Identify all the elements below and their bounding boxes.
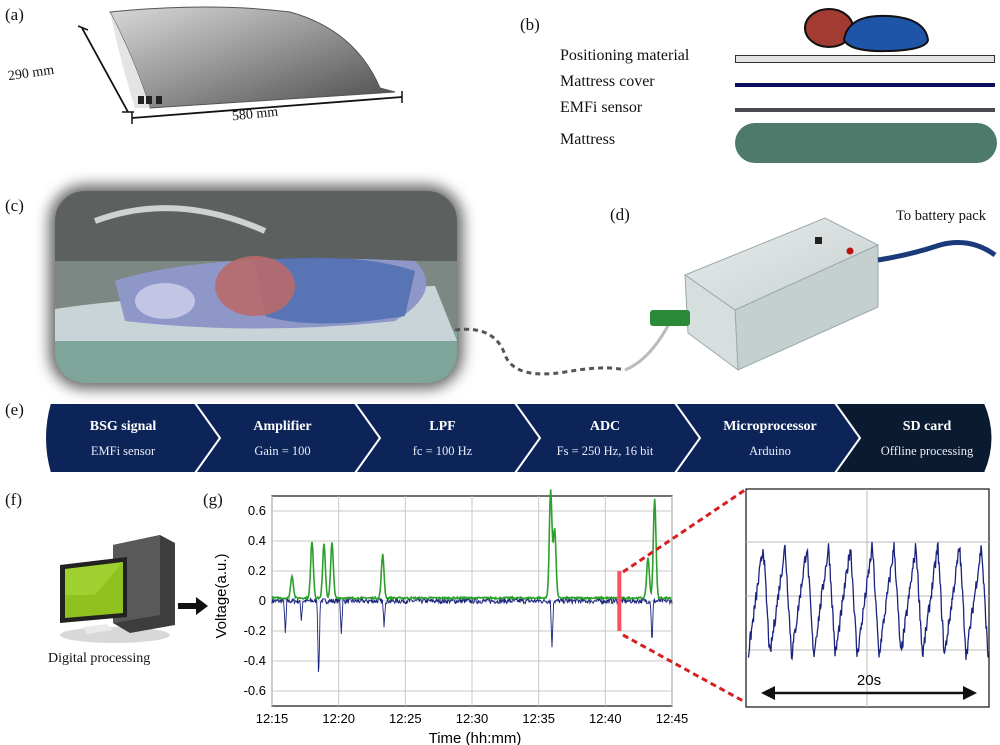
step-title: LPF <box>429 419 456 434</box>
chevron-sd-card <box>833 402 994 474</box>
arrow-right-icon <box>963 686 977 700</box>
computer-icon <box>60 535 175 643</box>
y-tick-label: 0.4 <box>248 533 266 548</box>
step-title: Microprocessor <box>723 419 817 434</box>
step-title: BSG signal <box>89 419 157 434</box>
step-lpf: LPF fc = 100 Hz <box>380 419 505 459</box>
layer-label-positioning: Positioning material <box>560 47 690 64</box>
mattress-bar <box>735 123 997 163</box>
battery-pack-label: To battery pack <box>896 208 986 224</box>
zoom-connector <box>622 488 746 704</box>
panel-label-c: (c) <box>5 196 24 215</box>
panel-label-e: (e) <box>5 400 24 419</box>
y-tick-label: 0 <box>259 593 266 608</box>
step-subtitle: Arduino <box>749 444 791 458</box>
step-title: Amplifier <box>253 419 312 434</box>
arrow-right-icon <box>178 597 208 615</box>
voltage-chart: 12:15 12:20 12:25 12:30 12:35 12:40 12:45 0.6 0.… <box>213 489 689 745</box>
step-microprocessor: Microprocessor Arduino <box>700 419 840 459</box>
step-subtitle: Offline processing <box>880 444 974 458</box>
panel-label-f: (f) <box>5 490 22 509</box>
emfi-sensor-bar <box>735 108 995 112</box>
layer-label-sensor: EMFi sensor <box>560 99 643 116</box>
arrow-left-icon <box>761 686 775 700</box>
step-title: SD card <box>902 419 952 434</box>
layer-label-cover: Mattress cover <box>560 73 655 90</box>
mattress-cover-bar <box>735 83 995 87</box>
step-title: ADC <box>589 419 621 434</box>
step-bsg: BSG signal EMFi sensor <box>58 419 188 459</box>
step-sd-card: SD card Offline processing <box>862 419 992 459</box>
positioning-material-bar <box>735 55 995 63</box>
panel-label-d: (d) <box>610 205 630 224</box>
series-green-line <box>271 489 672 602</box>
x-tick-label: 12:40 <box>589 711 622 726</box>
digital-processing-label: Digital processing <box>48 651 151 666</box>
sensor-cable <box>455 321 672 376</box>
y-tick-label: -0.4 <box>244 653 266 668</box>
y-tick-label: -0.6 <box>244 683 266 698</box>
step-adc: ADC Fs = 250 Hz, 16 bit <box>535 419 675 459</box>
signal-chain <box>44 402 994 474</box>
infant-icon <box>804 8 930 53</box>
step-subtitle: Gain = 100 <box>254 444 311 458</box>
x-tick-label: 12:15 <box>256 711 289 726</box>
x-tick-label: 12:30 <box>456 711 489 726</box>
measurement-device <box>650 217 997 372</box>
y-tick-label: 0.2 <box>248 563 266 578</box>
zoom-waveform <box>747 541 989 661</box>
step-subtitle: Fs = 250 Hz, 16 bit <box>556 444 654 458</box>
dimension-width-label: 290 mm <box>7 62 56 85</box>
y-axis-label: Voltage(a.u.) <box>213 553 230 638</box>
panel-label-b: (b) <box>520 15 540 34</box>
sensor-sheet-illustration <box>77 6 403 124</box>
infant-photo <box>55 191 457 383</box>
zoom-inset-chart: 20s <box>745 488 990 708</box>
highlight-window <box>617 571 622 631</box>
x-tick-label: 12:20 <box>322 711 355 726</box>
x-tick-label: 12:35 <box>522 711 555 726</box>
x-axis-label: Time (hh:mm) <box>429 730 522 745</box>
step-subtitle: fc = 100 Hz <box>412 444 473 458</box>
panel-label-a: (a) <box>5 5 24 24</box>
step-amplifier: Amplifier Gain = 100 <box>220 419 345 459</box>
layer-label-mattress: Mattress <box>560 131 616 148</box>
y-tick-label: 0.6 <box>248 503 266 518</box>
y-tick-label: -0.2 <box>244 623 266 638</box>
x-tick-label: 12:45 <box>656 711 689 726</box>
panel-label-g: (g) <box>203 490 223 509</box>
duration-label: 20s <box>857 672 881 689</box>
x-tick-label: 12:25 <box>389 711 422 726</box>
step-subtitle: EMFi sensor <box>90 444 156 458</box>
